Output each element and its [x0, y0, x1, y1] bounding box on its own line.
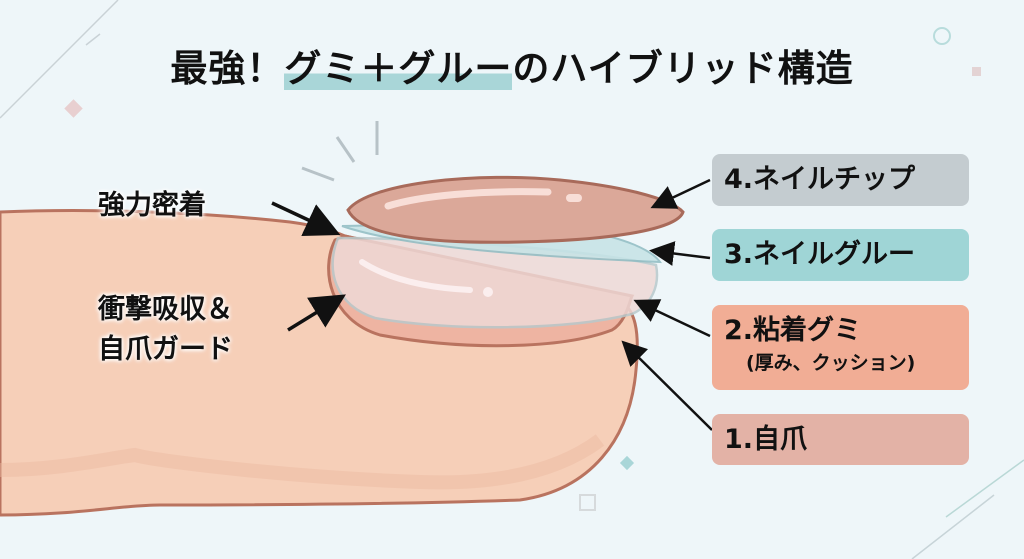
layer-label-text: 1.自爪	[724, 424, 808, 455]
page-title: 最強！グミ＋グルーのハイブリッド構造	[0, 38, 1024, 92]
layer-label-text: 4.ネイルチップ	[724, 164, 916, 195]
title-suffix: のハイブリッド構造	[512, 47, 854, 90]
callout-adhesion: 強力密着	[98, 190, 206, 221]
layer-label-adhesive-gummy: 2.粘着グミ (厚み、クッション)	[712, 305, 969, 390]
layer-label-subtext: (厚み、クッション)	[746, 352, 916, 374]
title-prefix: 最強！	[170, 47, 285, 90]
layer-label-natural-nail: 1.自爪	[712, 414, 969, 465]
layer-label-nail-glue: 3.ネイルグルー	[712, 229, 969, 281]
callout-shock-absorb: 衝撃吸収＆ 自爪ガード	[98, 290, 233, 370]
title-highlight: グミ＋グルー	[284, 47, 513, 90]
layer-label-nail-tip: 4.ネイルチップ	[712, 154, 969, 206]
layer-label-text: 2.粘着グミ	[724, 315, 862, 346]
callout-shock-line2: 自爪ガード	[98, 334, 233, 365]
callout-shock-line1: 衝撃吸収＆	[98, 294, 233, 325]
layer-label-text: 3.ネイルグルー	[724, 239, 916, 270]
callout-arrows	[271, 178, 713, 431]
nail-tip	[346, 175, 685, 244]
